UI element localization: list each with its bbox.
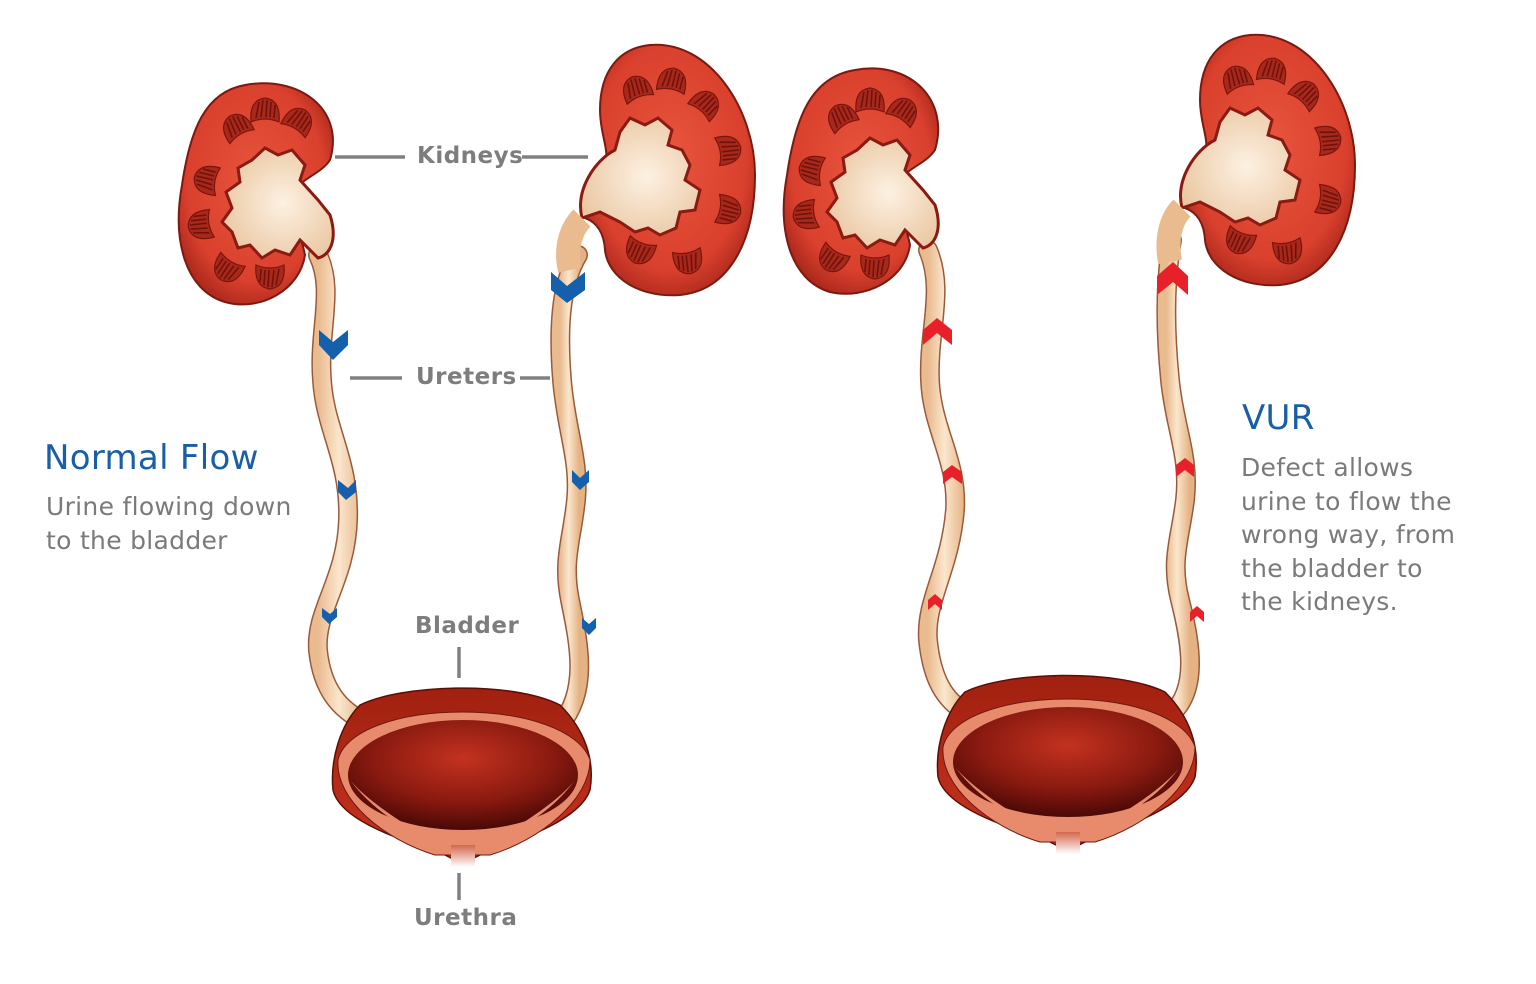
chevron-down-icon (322, 608, 337, 624)
kidneys-label: Kidneys (417, 143, 524, 169)
vur-illustration (782, 33, 1357, 854)
chevron-up-icon (943, 465, 962, 484)
bladder-vur (936, 674, 1197, 854)
downward-arrows (319, 272, 596, 635)
normal-flow-title: Normal Flow (44, 438, 259, 478)
vur-title: VUR (1242, 398, 1315, 438)
right-kidney (556, 43, 757, 297)
chevron-down-icon (582, 618, 596, 635)
chevron-up-icon (1190, 606, 1204, 622)
chevron-up-icon (1176, 458, 1194, 477)
left-kidney (177, 82, 335, 306)
bladder-normal (331, 687, 592, 867)
ureters-label: Ureters (416, 364, 517, 390)
normal-flow-illustration (177, 43, 757, 867)
upward-arrows (923, 262, 1204, 622)
bladder-label: Bladder (415, 613, 520, 639)
chevron-down-icon (319, 330, 348, 360)
vur-left-kidney (782, 67, 940, 295)
label-lines (335, 155, 588, 900)
chevron-up-icon (1157, 262, 1188, 295)
vur-description: Defect allows urine to flow the wrong wa… (1241, 453, 1456, 616)
chevron-up-icon (923, 318, 952, 345)
chevron-down-icon (338, 480, 356, 500)
normal-flow-description: Urine flowing down to the bladder (46, 492, 292, 555)
chevron-down-icon (572, 470, 589, 490)
chevron-up-icon (928, 594, 942, 610)
urethra-label: Urethra (414, 905, 518, 931)
chevron-down-icon (551, 272, 585, 303)
vur-right-kidney (1156, 33, 1357, 287)
